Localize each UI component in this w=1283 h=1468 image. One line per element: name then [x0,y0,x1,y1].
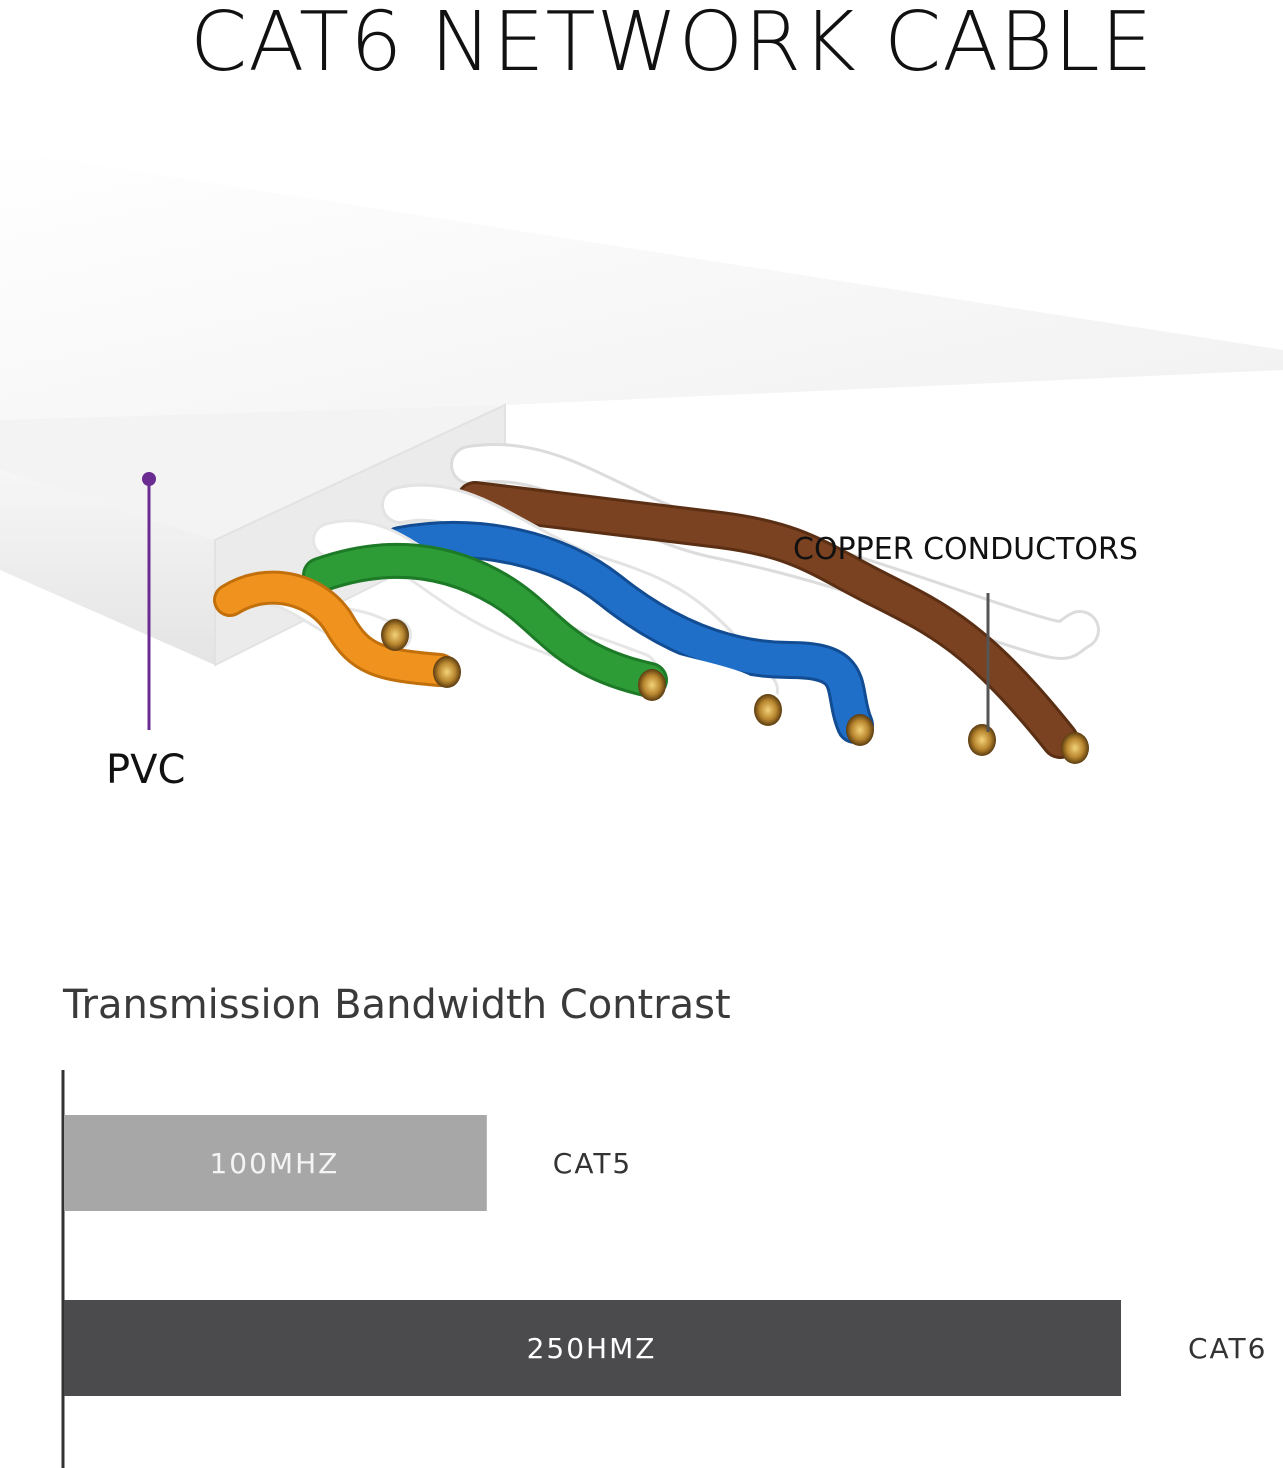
bar-cat6 [64,1300,1121,1396]
bar-value-label: 250HMZ [527,1332,657,1365]
twisted-pairs [213,443,1100,759]
bandwidth-chart: 100MHZ CAT5 250HMZ CAT6 [61,1070,1267,1468]
category-label: CAT5 [553,1147,632,1180]
page-title: CAT6 NETWORK CABLE [190,0,1154,90]
copper-conductors-label: COPPER CONDUCTORS [793,532,1138,567]
bar-cat5 [64,1115,487,1211]
pvc-pointer [142,472,156,730]
cable-illustration [0,150,1283,764]
copper-ends [381,619,1089,764]
chart-title: Transmission Bandwidth Contrast [63,982,731,1028]
pvc-label: PVC [106,747,186,793]
bar-value-label: 100MHZ [209,1147,339,1180]
category-label: CAT6 [1188,1332,1267,1365]
